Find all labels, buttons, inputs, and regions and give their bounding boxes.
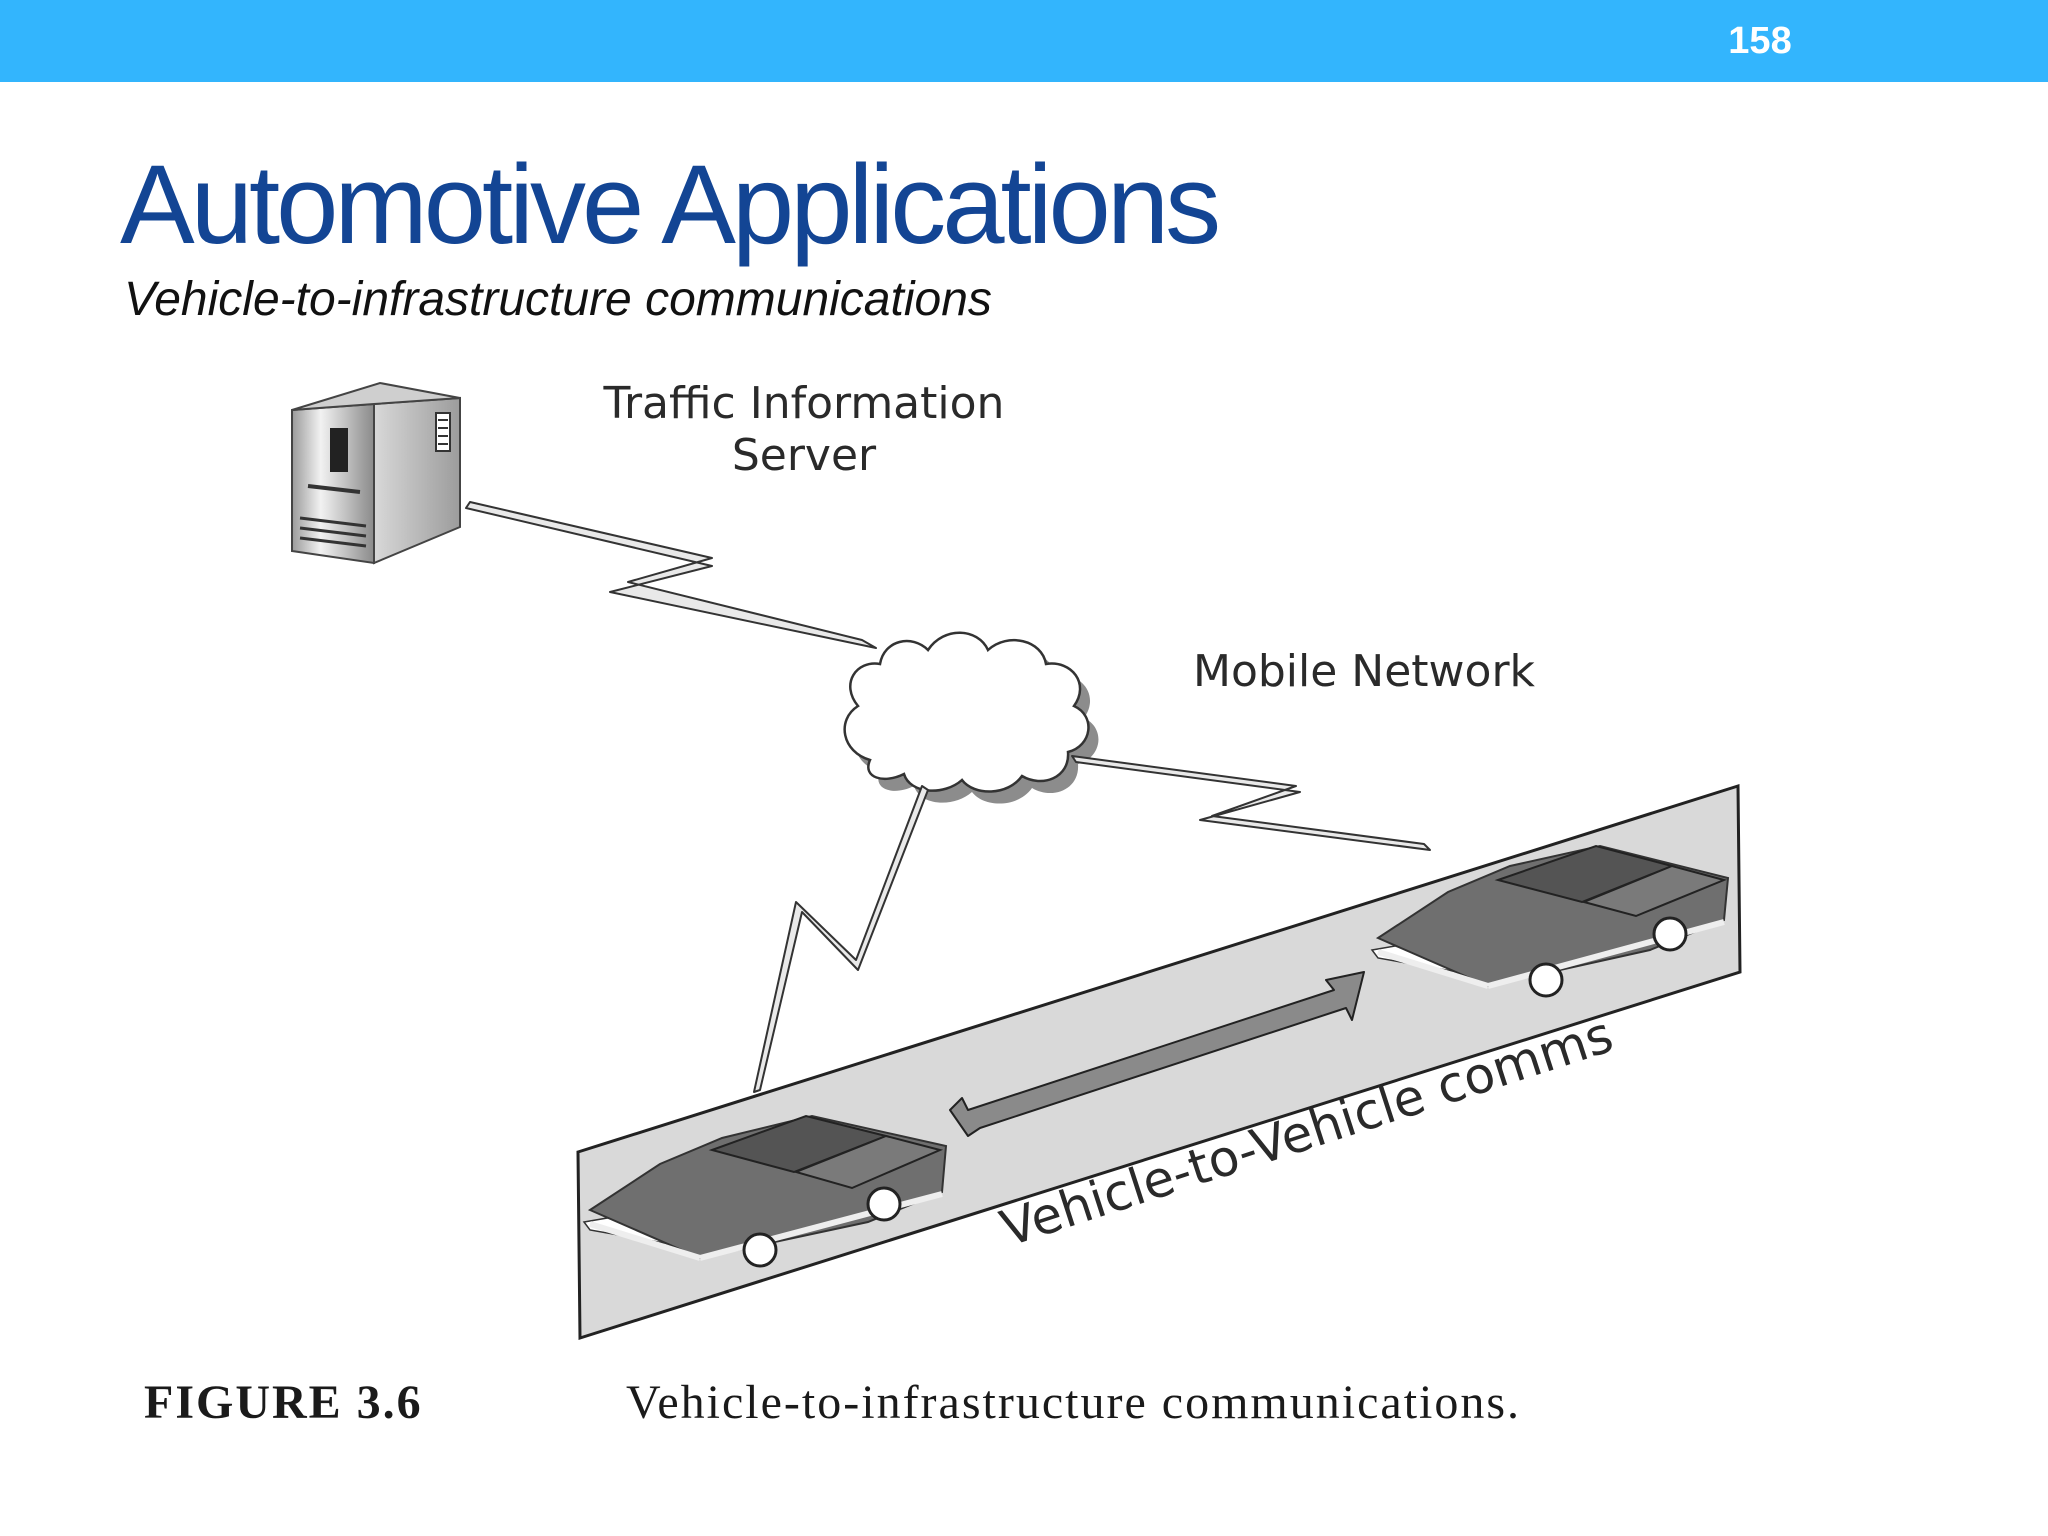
page-title: Automotive Applications — [120, 142, 1221, 267]
figure-caption-number: FIGURE 3.6 — [144, 1376, 423, 1429]
car-icon — [582, 1114, 948, 1268]
cloud-icon — [843, 631, 1099, 804]
server-label-line2: Server — [732, 430, 877, 481]
lightning-link-icon — [753, 785, 929, 1093]
lightning-link-icon — [465, 501, 877, 649]
car-icon — [1370, 844, 1730, 998]
server-label-line1: Traffic Information — [603, 378, 1005, 429]
top-bar — [0, 0, 2048, 82]
lightning-link-icon — [1071, 755, 1431, 851]
double-arrow-icon — [949, 971, 1365, 1137]
page-subtitle: Vehicle-to-infrastructure communications — [124, 273, 992, 326]
figure-caption-text: Vehicle-to-infrastructure communications… — [626, 1376, 1521, 1429]
network-label: Mobile Network — [1193, 646, 1536, 697]
server-icon — [291, 381, 461, 565]
slide-number: 158 — [1728, 20, 1792, 62]
